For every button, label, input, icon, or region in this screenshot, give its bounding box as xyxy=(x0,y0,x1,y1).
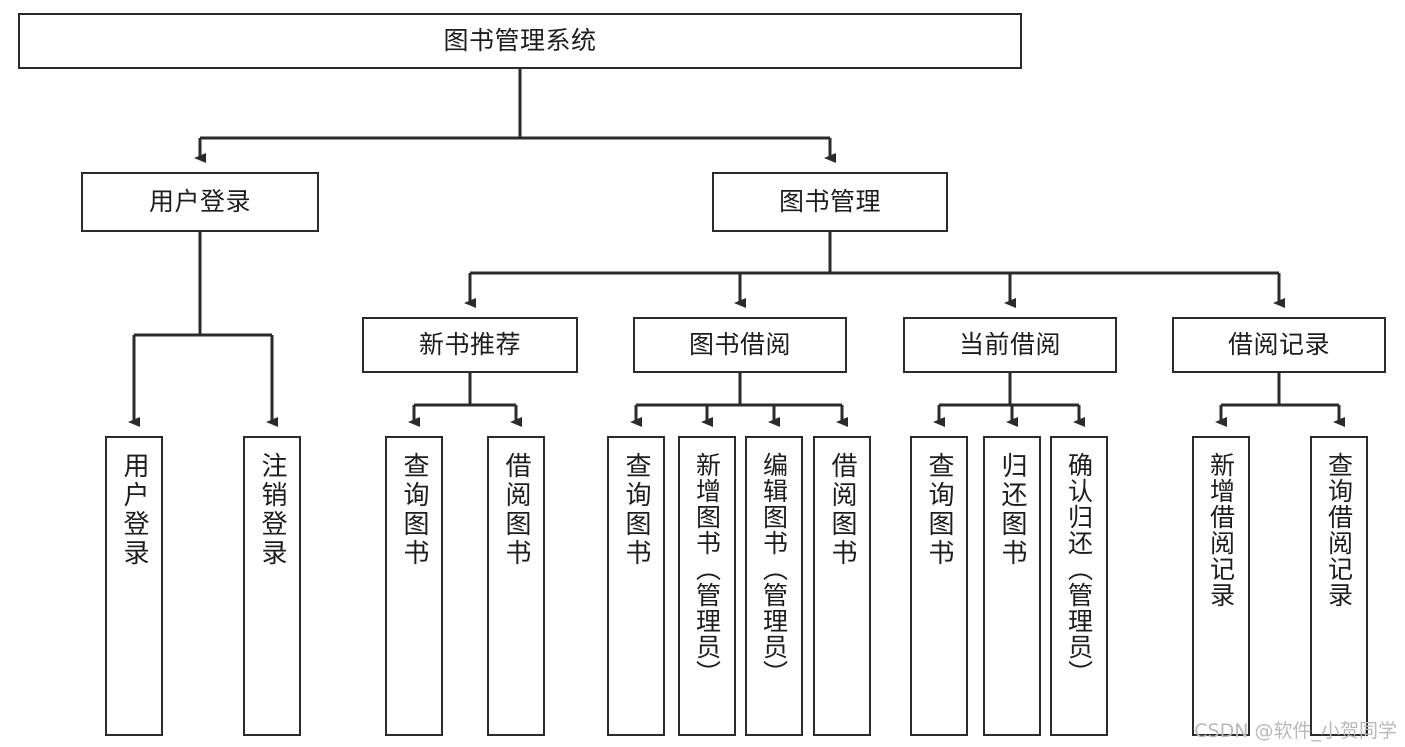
node-root[interactable]: 图书管理系统 xyxy=(18,13,1022,69)
node-leaf-confirm[interactable]: 确认归还（管理员） xyxy=(1050,436,1108,736)
node-leaf-logout[interactable]: 注销登录 xyxy=(243,436,301,736)
node-label: 新增图书（管理员） xyxy=(692,452,722,686)
node-label: 用户登录 xyxy=(148,187,251,217)
node-label: 归还图书 xyxy=(997,452,1027,568)
node-leaf-return[interactable]: 归还图书 xyxy=(983,436,1041,736)
node-label: 查询图书 xyxy=(621,452,651,568)
node-label: 借阅图书 xyxy=(827,452,857,568)
node-leaf-b2[interactable]: 借阅图书 xyxy=(813,436,871,736)
node-login[interactable]: 用户登录 xyxy=(81,172,319,232)
node-label: 借阅图书 xyxy=(501,452,531,568)
node-label: 图书借阅 xyxy=(688,330,791,360)
node-label: 新书推荐 xyxy=(418,330,521,360)
node-leaf-add[interactable]: 新增图书（管理员） xyxy=(678,436,736,736)
node-leaf-qrec[interactable]: 查询借阅记录 xyxy=(1310,436,1368,736)
node-label: 新增借阅记录 xyxy=(1206,452,1236,608)
node-leaf-addrec[interactable]: 新增借阅记录 xyxy=(1192,436,1250,736)
node-borrow[interactable]: 图书借阅 xyxy=(633,317,847,373)
node-leaf-q1[interactable]: 查询图书 xyxy=(385,436,443,736)
node-label: 编辑图书（管理员） xyxy=(759,452,789,686)
node-label: 图书管理 xyxy=(778,187,881,217)
node-label: 注销登录 xyxy=(257,452,287,568)
node-label: 借阅记录 xyxy=(1227,330,1330,360)
node-leaf-login[interactable]: 用户登录 xyxy=(105,436,163,736)
node-label: 图书管理系统 xyxy=(443,26,597,56)
watermark-label: CSDN @软件_小贺同学 xyxy=(1194,720,1397,742)
node-label: 用户登录 xyxy=(119,452,149,568)
node-bookmgmt[interactable]: 图书管理 xyxy=(712,172,948,232)
node-label: 查询图书 xyxy=(924,452,954,568)
node-leaf-q3[interactable]: 查询图书 xyxy=(910,436,968,736)
node-newbook[interactable]: 新书推荐 xyxy=(362,317,578,373)
node-leaf-q2[interactable]: 查询图书 xyxy=(607,436,665,736)
node-leaf-edit[interactable]: 编辑图书（管理员） xyxy=(745,436,803,736)
node-current[interactable]: 当前借阅 xyxy=(903,317,1117,373)
node-label: 查询图书 xyxy=(399,452,429,568)
node-leaf-b1[interactable]: 借阅图书 xyxy=(487,436,545,736)
node-label: 当前借阅 xyxy=(958,330,1061,360)
node-label: 确认归还（管理员） xyxy=(1064,452,1094,686)
node-label: 查询借阅记录 xyxy=(1324,452,1354,608)
node-records[interactable]: 借阅记录 xyxy=(1172,317,1386,373)
